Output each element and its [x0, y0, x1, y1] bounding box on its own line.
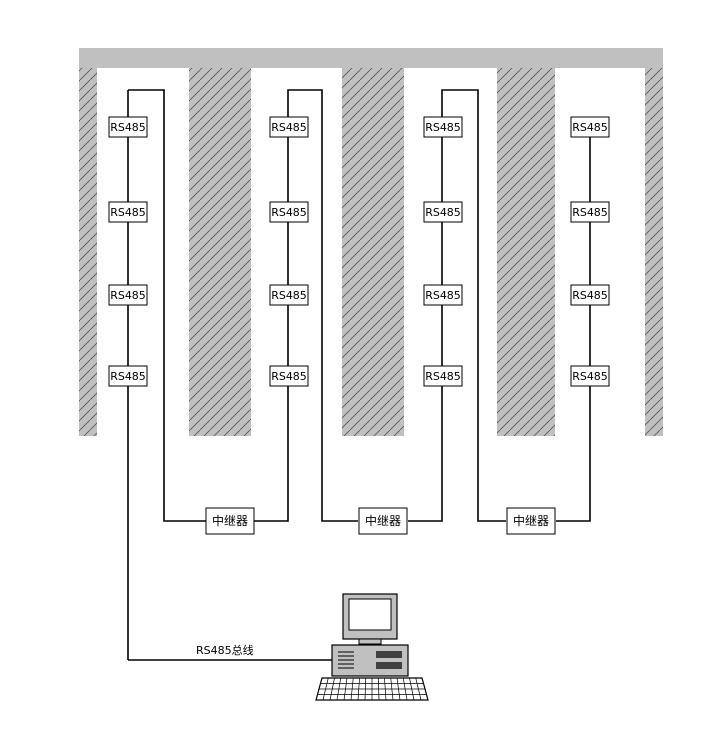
monitor-stand	[358, 638, 382, 645]
rs485-node-c4-r1: RS485	[570, 116, 610, 138]
rs485-node-c2-r4: RS485	[269, 365, 309, 387]
rs485-node-label: RS485	[572, 206, 608, 219]
rs485-node-label: RS485	[572, 289, 608, 302]
rs485-node-label: RS485	[110, 370, 146, 383]
keyboard-column-line	[364, 677, 367, 701]
rs485-node-label: RS485	[271, 370, 307, 383]
building-walls	[79, 48, 663, 436]
rs485-node-box	[108, 116, 148, 138]
keyboard-column-line	[377, 677, 380, 701]
rs485-node-c1-r3: RS485	[108, 284, 148, 306]
keyboard-column-line	[343, 677, 348, 701]
rs485-node-label: RS485	[110, 206, 146, 219]
rs485-node-label: RS485	[271, 206, 307, 219]
keyboard-column-line	[415, 677, 422, 701]
keyboard-column-line	[409, 677, 415, 701]
loop-wire-2	[254, 89, 358, 522]
rs485-node-label: RS485	[110, 121, 146, 134]
rs485-node-label: RS485	[425, 370, 461, 383]
keyboard-column-line	[396, 677, 401, 701]
rs485-node-box	[108, 365, 148, 387]
rs485-nodes: RS485RS485RS485RS485RS485RS485RS485RS485…	[108, 116, 610, 387]
partition-hatch	[189, 68, 251, 436]
rs485-node-box	[423, 116, 463, 138]
keyboard-keys	[317, 677, 427, 701]
rs485-node-box	[269, 284, 309, 306]
repeater-1: 中继器	[205, 507, 255, 535]
keyboard-column-line	[322, 677, 329, 701]
rs485-node-label: RS485	[271, 289, 307, 302]
rs485-node-c4-r3: RS485	[570, 284, 610, 306]
rs485-node-label: RS485	[572, 121, 608, 134]
rs485-node-c1-r1: RS485	[108, 116, 148, 138]
partition-hatch	[79, 68, 97, 436]
keyboard-column-line	[357, 677, 360, 701]
rs485-node-box	[423, 201, 463, 223]
rs485-node-c2-r3: RS485	[269, 284, 309, 306]
rs485-node-box	[108, 201, 148, 223]
repeater-3: 中继器	[506, 507, 556, 535]
rs485-node-c3-r2: RS485	[423, 201, 463, 223]
repeater-label: 中继器	[365, 513, 401, 528]
rs485-node-c1-r4: RS485	[108, 365, 148, 387]
drive-bay	[376, 662, 402, 669]
partition-hatch	[497, 68, 555, 436]
rs485-node-c3-r3: RS485	[423, 284, 463, 306]
rs485-node-c4-r4: RS485	[570, 365, 610, 387]
rs485-node-box	[570, 201, 610, 223]
rs485-node-label: RS485	[271, 121, 307, 134]
rs485-node-box	[269, 116, 309, 138]
drive-bay	[376, 651, 402, 658]
rs485-node-box	[570, 365, 610, 387]
keyboard-column-line	[384, 677, 387, 701]
keyboard-column-line	[350, 677, 354, 701]
rs485-node-c3-r4: RS485	[423, 365, 463, 387]
rs485-node-c2-r1: RS485	[269, 116, 309, 138]
repeater-label: 中继器	[212, 513, 248, 528]
top-wall	[79, 48, 663, 68]
rs485-node-box	[570, 284, 610, 306]
keyboard-column-line	[402, 677, 408, 701]
partition-hatch	[342, 68, 404, 436]
rs485-node-label: RS485	[425, 121, 461, 134]
repeater-box	[506, 507, 556, 535]
partition-hatch	[645, 68, 663, 436]
rs485-node-c2-r2: RS485	[269, 201, 309, 223]
loop-wire-1	[128, 89, 206, 522]
repeater-label: 中继器	[513, 513, 549, 528]
rs485-node-c1-r2: RS485	[108, 201, 148, 223]
rs485-node-label: RS485	[425, 206, 461, 219]
keyboard-column-line	[329, 677, 335, 701]
rs485-node-c4-r2: RS485	[570, 201, 610, 223]
repeater-box	[358, 507, 408, 535]
bus-label: RS485总线	[196, 643, 254, 657]
rs485-node-c3-r1: RS485	[423, 116, 463, 138]
rs485-node-box	[269, 365, 309, 387]
repeater-2: 中继器	[358, 507, 408, 535]
keyboard-column-line	[336, 677, 342, 701]
loop-wire-3	[408, 89, 506, 522]
repeater-box	[205, 507, 255, 535]
rs485-node-label: RS485	[110, 289, 146, 302]
rs485-node-box	[570, 116, 610, 138]
rs485-node-box	[423, 365, 463, 387]
repeaters: 中继器 中继器 中继器	[205, 507, 556, 535]
desktop-computer-icon	[315, 593, 429, 701]
rs485-node-label: RS485	[425, 289, 461, 302]
monitor-screen	[348, 598, 392, 631]
rs485-node-box	[269, 201, 309, 223]
keyboard-column-line	[390, 677, 394, 701]
rs485-node-box	[423, 284, 463, 306]
rs485-node-label: RS485	[572, 370, 608, 383]
rs485-node-box	[108, 284, 148, 306]
loop-wire-4	[556, 120, 591, 522]
